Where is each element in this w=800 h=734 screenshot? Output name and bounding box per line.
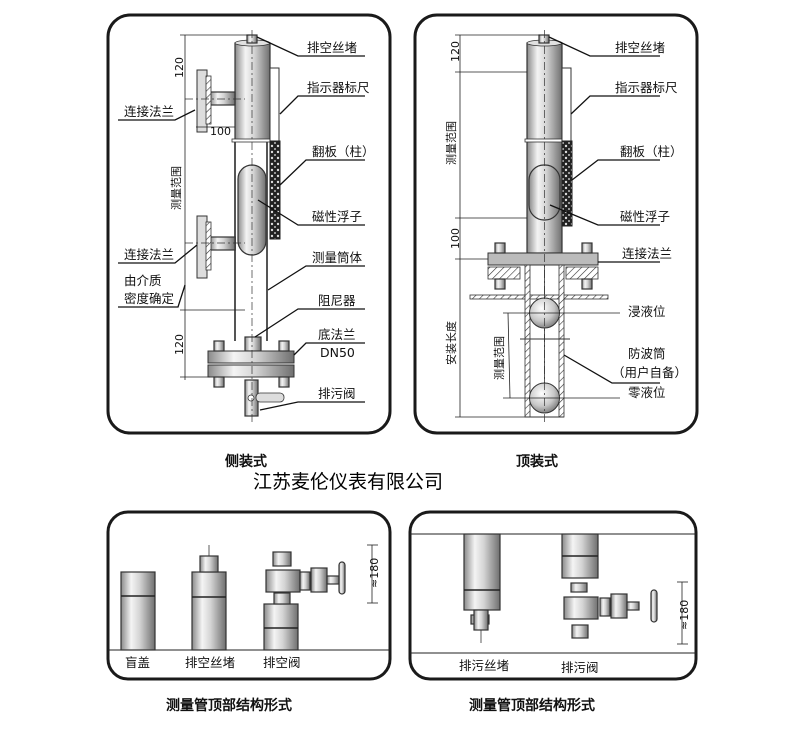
vent-valve-part (263, 603, 299, 651)
flip-plate-column (269, 140, 281, 240)
side-mount-caption: 侧装式 (225, 453, 267, 470)
side-label-measuring-tube: 测量筒体 (312, 250, 363, 265)
top-install-length: 安装长度 (444, 321, 458, 365)
drain-plug-part (463, 533, 501, 611)
side-label-indicator-scale: 指示器标尺 (307, 80, 370, 95)
side-label-dn50: DN50 (320, 345, 355, 360)
company-name: 江苏麦伦仪表有限公司 (253, 471, 443, 493)
top-structure-panel: ≈180 盲盖 排空丝堵 排空阀 (106, 510, 392, 681)
top-label-flip-plate: 翻板（柱） (620, 144, 683, 159)
top-structure-item-vent-valve: 排空阀 (263, 655, 301, 670)
top-connect-flange (487, 252, 599, 266)
bottom-structure-item-drain-plug: 排污丝堵 (459, 658, 509, 673)
side-measuring-range: 测量范围 (169, 166, 183, 210)
top-structure-item-blind-cap: 盲盖 (125, 655, 150, 670)
side-label-bottom-flange: 底法兰 (318, 327, 356, 342)
top-label-connect-flange: 连接法兰 (622, 246, 672, 261)
bottom-structure-panel: ≈180 排污丝堵 排污阀 (408, 510, 698, 681)
side-label-damper: 阻尼器 (318, 293, 356, 308)
top-mount-panel: 120 100 测量范围 安装长度 测量范围 排空丝堵 指示器标尺 翻板（柱） … (413, 13, 699, 435)
top-label-wave-tube-2: （用户自备） (612, 365, 687, 380)
wave-tube (524, 264, 531, 418)
top-structure-item-vent-plug: 排空丝堵 (185, 655, 235, 670)
bottom-structure-item-drain-valve: 排污阀 (561, 660, 599, 675)
upper-connect-flange (196, 69, 208, 133)
bottom-structure-dim: ≈180 (678, 600, 691, 630)
top-dim-120: 120 (449, 41, 462, 62)
bottom-flange-part (207, 350, 295, 364)
side-label-density-2: 密度确定 (124, 291, 174, 306)
side-mount-panel: 120 100 120 测量范围 排空丝堵 指示器标尺 翻板（柱） 磁性浮子 测… (106, 13, 392, 435)
bottom-structure-caption: 测量管顶部结构形式 (469, 697, 595, 714)
side-label-flip-plate: 翻板（柱） (312, 144, 375, 159)
side-label-density-1: 由介质 (124, 273, 162, 288)
side-dim-120-top: 120 (173, 57, 186, 78)
vent-plug-structure-part (191, 571, 227, 651)
side-label-drain-valve: 排污阀 (318, 386, 356, 401)
top-dim-100: 100 (449, 228, 462, 249)
side-dim-100: 100 (210, 125, 231, 138)
top-measuring-range-upper: 测量范围 (444, 121, 458, 165)
top-label-zero-level: 零液位 (628, 385, 666, 400)
side-label-vent-plug: 排空丝堵 (307, 40, 357, 55)
side-label-connect-flange-top: 连接法兰 (124, 104, 174, 119)
top-label-vent-plug: 排空丝堵 (615, 40, 665, 55)
side-label-magnetic-float: 磁性浮子 (312, 209, 362, 224)
damper-part (244, 336, 262, 352)
top-label-wave-tube-1: 防波筒 (628, 346, 666, 361)
top-structure-dim: ≈180 (368, 558, 381, 588)
top-label-magnetic-float: 磁性浮子 (620, 209, 670, 224)
blind-cap-part (120, 571, 156, 651)
top-measuring-range-lower: 测量范围 (492, 336, 506, 380)
side-dim-120-bottom: 120 (173, 334, 186, 355)
side-label-connect-flange-bottom: 连接法兰 (124, 247, 174, 262)
top-label-indicator-scale: 指示器标尺 (615, 80, 678, 95)
top-label-immersion-level: 浸液位 (628, 304, 666, 319)
top-structure-caption: 测量管顶部结构形式 (166, 697, 292, 714)
top-mount-caption: 顶装式 (516, 453, 558, 470)
upper-chamber (234, 42, 271, 142)
top-structure-frame (106, 510, 392, 681)
lower-connect-flange (196, 215, 208, 279)
